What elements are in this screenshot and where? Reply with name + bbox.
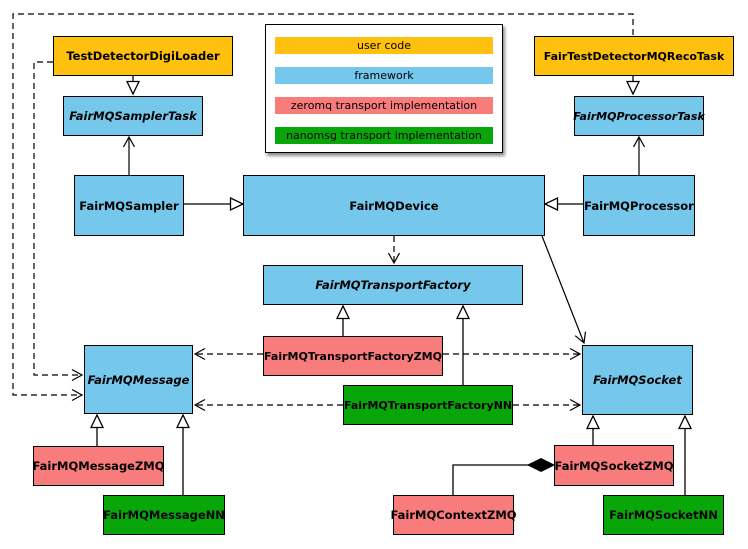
class-box-fairmqsamplertask: FairMQSamplerTask: [63, 96, 203, 136]
class-box-fairmqprocessortask: FairMQProcessorTask: [573, 96, 705, 136]
legend: user code framework zeromq transport imp…: [265, 24, 503, 153]
composition-diamond-icon: [526, 457, 556, 473]
class-box-fairmqsocketnn: FairMQSocketNN: [603, 495, 724, 535]
class-box-testdetectordigiloader: TestDetectorDigiLoader: [53, 36, 233, 76]
class-box-fairmqmessagezmq: FairMQMessageZMQ: [32, 446, 165, 486]
dependency-edges: [12, 13, 634, 412]
legend-item-framework: framework: [275, 67, 493, 84]
generalization-edges: [89, 76, 693, 495]
class-box-fairmqcontextzmq: FairMQContextZMQ: [390, 495, 517, 535]
class-box-fairmqtransportfactoryzmq: FairMQTransportFactoryZMQ: [263, 336, 443, 376]
class-box-fairmqdevice: FairMQDevice: [243, 175, 545, 236]
class-box-fairmqsampler: FairMQSampler: [74, 175, 184, 236]
class-box-fairmqprocessor: FairMQProcessor: [583, 175, 695, 236]
composition-edge: [452, 457, 556, 495]
class-box-fairmqmessagenn: FairMQMessageNN: [103, 495, 225, 535]
legend-label: user code: [356, 39, 412, 52]
class-box-fairmqtransportfactorynn: FairMQTransportFactoryNN: [343, 385, 513, 425]
legend-item-nanomsg: nanomsg transport implementation: [275, 127, 493, 144]
class-box-fairmqtransportfactory: FairMQTransportFactory: [263, 265, 523, 305]
legend-label: zeromq transport implementation: [290, 99, 478, 112]
legend-item-zeromq: zeromq transport implementation: [275, 97, 493, 114]
legend-item-user-code: user code: [275, 37, 493, 54]
class-box-fairtestdetectormqrecotask: FairTestDetectorMQRecoTask: [534, 36, 734, 76]
association-edges: [122, 135, 646, 345]
class-box-fairmqmessage: FairMQMessage: [84, 345, 193, 414]
class-box-fairmqsocketzmq: FairMQSocketZMQ: [554, 445, 674, 486]
class-box-fairmqsocket: FairMQSocket: [582, 345, 693, 415]
legend-label: framework: [354, 69, 414, 82]
legend-label: nanomsg transport implementation: [286, 129, 482, 142]
